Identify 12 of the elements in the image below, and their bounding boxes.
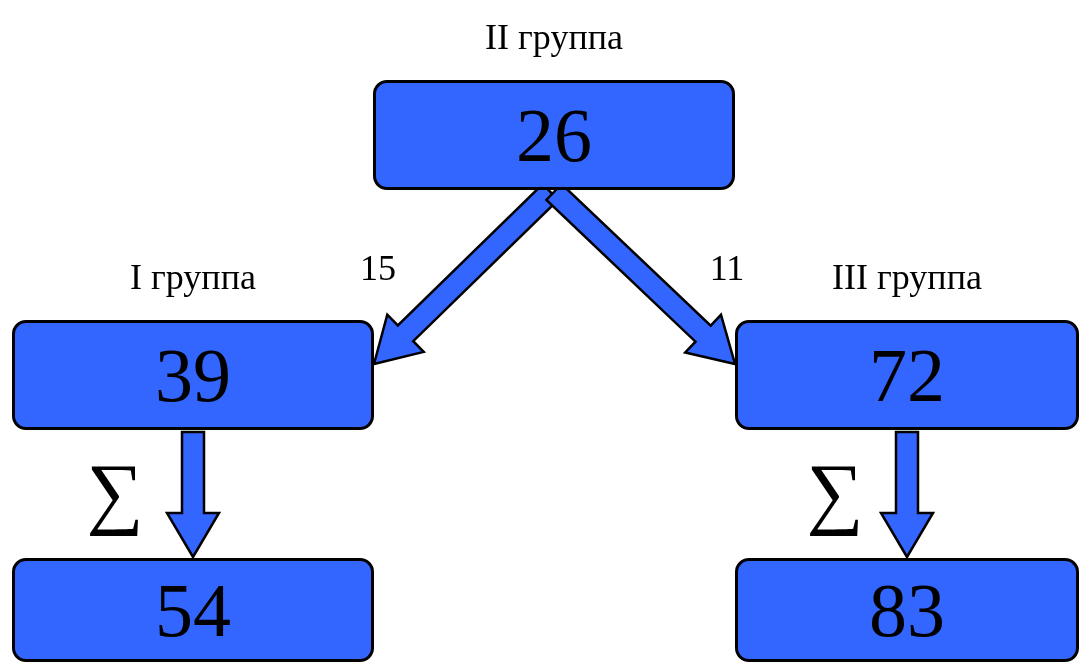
group-heading: II группа [485,16,623,59]
edge-label: 11 [709,250,745,286]
value-number: 72 [869,337,945,413]
group-heading: I группа [130,256,256,299]
group-heading: III группа [832,256,982,299]
value-number: 39 [155,337,231,413]
value-number: 26 [516,97,592,173]
block-arrow [164,430,222,560]
value-number: 54 [155,572,231,648]
edge-label: 15 [360,250,396,286]
value-number: 83 [869,572,945,648]
block-arrow [878,430,936,560]
